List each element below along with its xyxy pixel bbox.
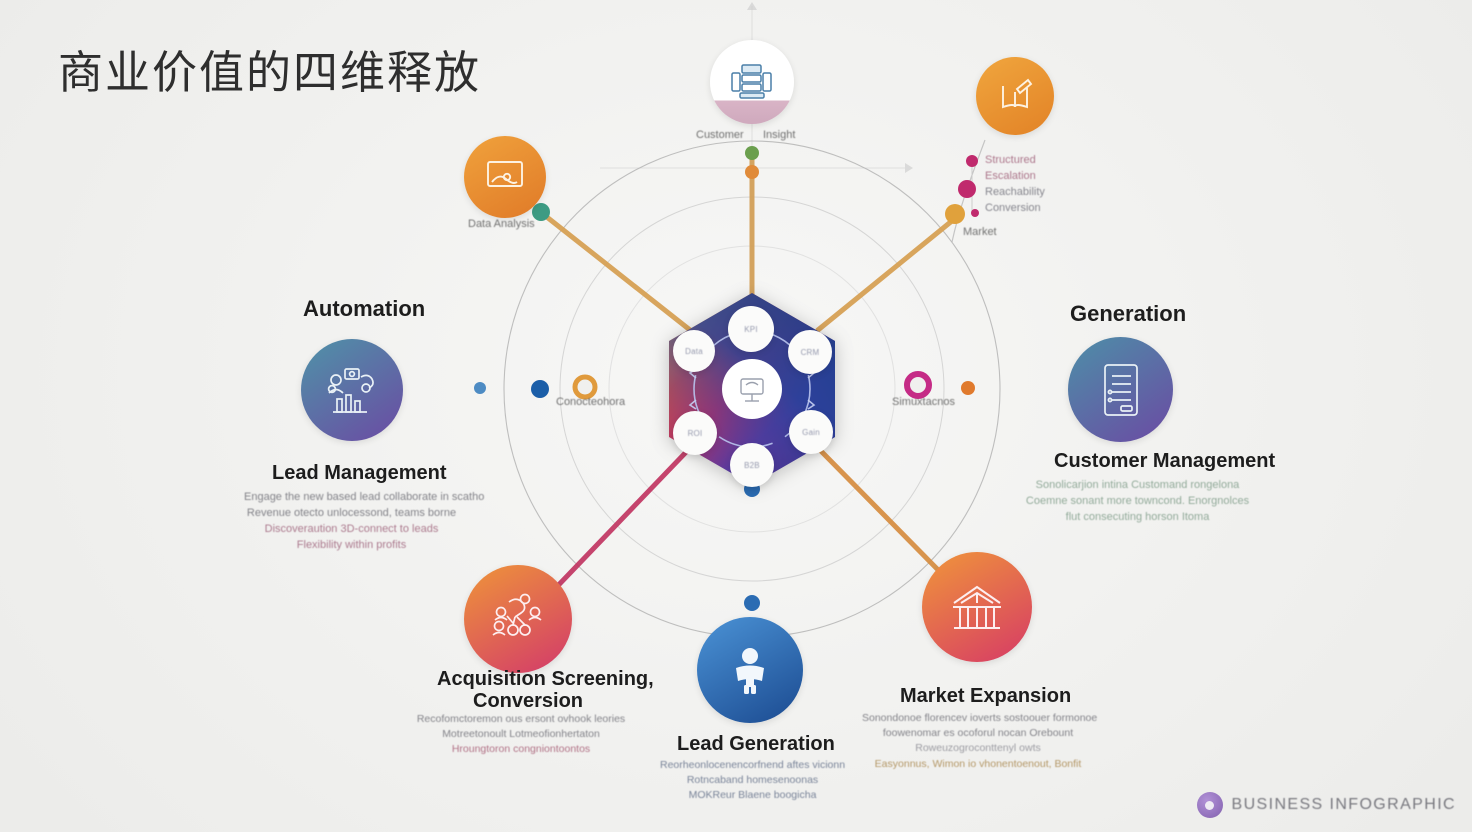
acq-line-3: Hroungtoron congniontoontos [451,743,591,756]
lg-line-1: Reorheonlocenencorfnend aftes vicionn [660,759,846,771]
acquisition-body: Recofomctoremon ous ersont ovhook leorie… [410,712,632,758]
market-expansion-body: Sonondonoe florencev ioverts sostoouer f… [862,711,1098,772]
me-line-4: Easyonnus, Wimon io vhonentoenout, Bonfi… [874,757,1082,770]
lead-management-body: Engage the new based lead collaborate in… [244,490,485,554]
satellite-top-left-label: Data Analysis [468,218,535,230]
lead-management-subheading: Lead Management [272,462,447,484]
satellite-top-node[interactable] [710,40,794,124]
hex-node-bottom[interactable]: B2B [730,443,774,487]
business-infographic-logo [1196,792,1223,818]
sat-tr-line-3: Reachability [985,185,1045,198]
acq-line-1: Recofomctoremon ous ersont ovhook leorie… [416,713,626,725]
book-pen-icon [1002,78,1033,109]
automation-heading: Automation [303,296,426,321]
market-expansion-heading: Market Expansion [900,685,1072,707]
market-expansion-node[interactable] [922,552,1032,662]
watermark: BUSINESS INFOGRAPHIC [1196,792,1456,818]
automation-node[interactable] [301,339,403,441]
right-connector-label: Simuxtacnos [892,396,955,408]
hex-node-upper-left-label: Data [685,346,703,356]
hex-node-upper-right[interactable]: CRM [788,330,832,374]
cm-line-1: Sonolicarjion intina Customand rongelona [1035,479,1240,491]
bank-building-icon [953,585,1001,629]
me-line-1: Sonondonoe florencev ioverts sostoouer f… [862,712,1098,724]
monitor-screen-icon [487,161,523,187]
acquisition-subheading: Conversion [473,690,584,712]
checklist-document-icon [1103,363,1138,416]
cm-line-2: Coemne sonant more towncond. Enorgnolces [1025,494,1250,507]
sat-tr-line-1: Structured [985,154,1036,166]
satellite-top-label-2: Insight [763,129,796,141]
lm-line-3: Discoveraution 3D-connect to leads [264,522,439,535]
lg-line-3: MOKReur Blaene boogicha [688,789,817,802]
lm-line-4: Flexibility within profits [296,538,407,551]
lead-generation-body: Reorheonlocenencorfnend aftes vicionn Ro… [660,758,845,804]
me-line-2: foowenomar es ocoforul nocan Orebount [882,727,1074,740]
hex-node-lower-left[interactable]: ROI [673,411,717,455]
team-chart-icon [327,368,374,413]
hex-node-bottom-label: B2B [744,460,760,470]
hex-node-top[interactable]: KPI [728,306,774,352]
satellite-top-right-text: Structured Escalation Reachability Conve… [985,153,1045,217]
satellite-top-left-node[interactable] [464,136,546,218]
cm-line-3: flut consecuting horson Itoma [1065,510,1210,523]
presentation-board-icon [740,378,764,402]
customer-management-body: Sonolicarjion intina Customand rongelona… [1015,478,1260,526]
customer-management-node[interactable] [1068,337,1173,442]
watermark-text: BUSINESS INFOGRAPHIC [1231,796,1456,813]
generation-heading: Generation [1070,301,1187,326]
hex-node-lower-right-label: Gain [802,427,820,437]
page-title: 商业价值的四维释放 [58,47,482,98]
me-line-3: Roweuzogroconttenyl owts [915,742,1041,755]
hex-node-lower-right[interactable]: Gain [789,410,833,454]
hex-node-upper-right-label: CRM [800,347,820,357]
lg-line-2: Rotncaband homesenoonas [686,774,819,787]
server-document-icon [731,64,772,99]
satellite-top-right-label-market: Market [963,226,997,238]
hex-node-upper-left[interactable]: Data [673,330,715,372]
hex-node-lower-left-label: ROI [687,428,703,438]
left-connector-label: Conocteohora [556,396,626,408]
presenter-person-icon [736,648,764,694]
satellite-top-right-node[interactable] [976,57,1054,135]
acq-line-2: Motreetonoult Lotmeofionhertaton [442,728,600,741]
radial-spokes [540,147,961,611]
hex-node-top-label: KPI [744,324,758,334]
sat-tr-line-4: Conversion [985,201,1041,214]
lead-generation-node[interactable] [697,617,803,723]
sat-tr-line-2: Escalation [985,169,1036,182]
lead-generation-heading: Lead Generation [677,733,835,755]
top-right-leader [945,139,986,243]
acquisition-node[interactable] [464,565,572,673]
acquisition-heading: Acquisition Screening, [437,668,654,690]
satellite-top-label-1: Customer [696,129,744,141]
lm-line-1: Engage the new based lead collaborate in… [244,491,485,503]
lm-line-2: Revenue otecto unlocessond, teams borne [246,506,457,519]
network-people-icon [492,593,542,636]
customer-management-subheading: Customer Management [1054,450,1276,472]
